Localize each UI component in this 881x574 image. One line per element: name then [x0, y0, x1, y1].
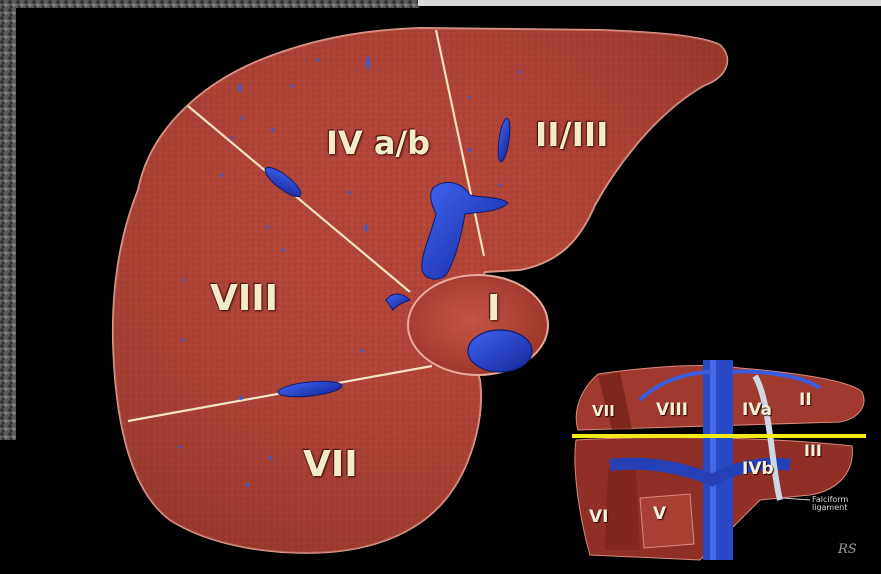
inset-label-ivb: IVb	[742, 461, 774, 478]
inset-label-ii: II	[799, 392, 812, 409]
segment-label-ii-iii: II/III	[535, 118, 608, 151]
inset-label-viii: VIII	[656, 402, 688, 419]
segment-label-vii: VII	[303, 447, 358, 483]
inset-label-iii: III	[804, 443, 822, 459]
inferior-vena-cava	[468, 330, 532, 372]
artist-signature: RS	[838, 543, 857, 556]
inset-label-vii: VII	[592, 404, 615, 419]
falciform-ligament-label: Falciform ligament	[812, 496, 848, 513]
inset-label-v: V	[653, 506, 666, 523]
segment-label-i: I	[487, 291, 500, 327]
caudate-lobe	[408, 275, 548, 375]
segment-label-iv: IV a/b	[326, 127, 430, 159]
segment-label-viii: VIII	[210, 281, 278, 317]
inset-label-vi: VI	[589, 509, 608, 526]
inset-label-iva: IVa	[742, 402, 772, 419]
